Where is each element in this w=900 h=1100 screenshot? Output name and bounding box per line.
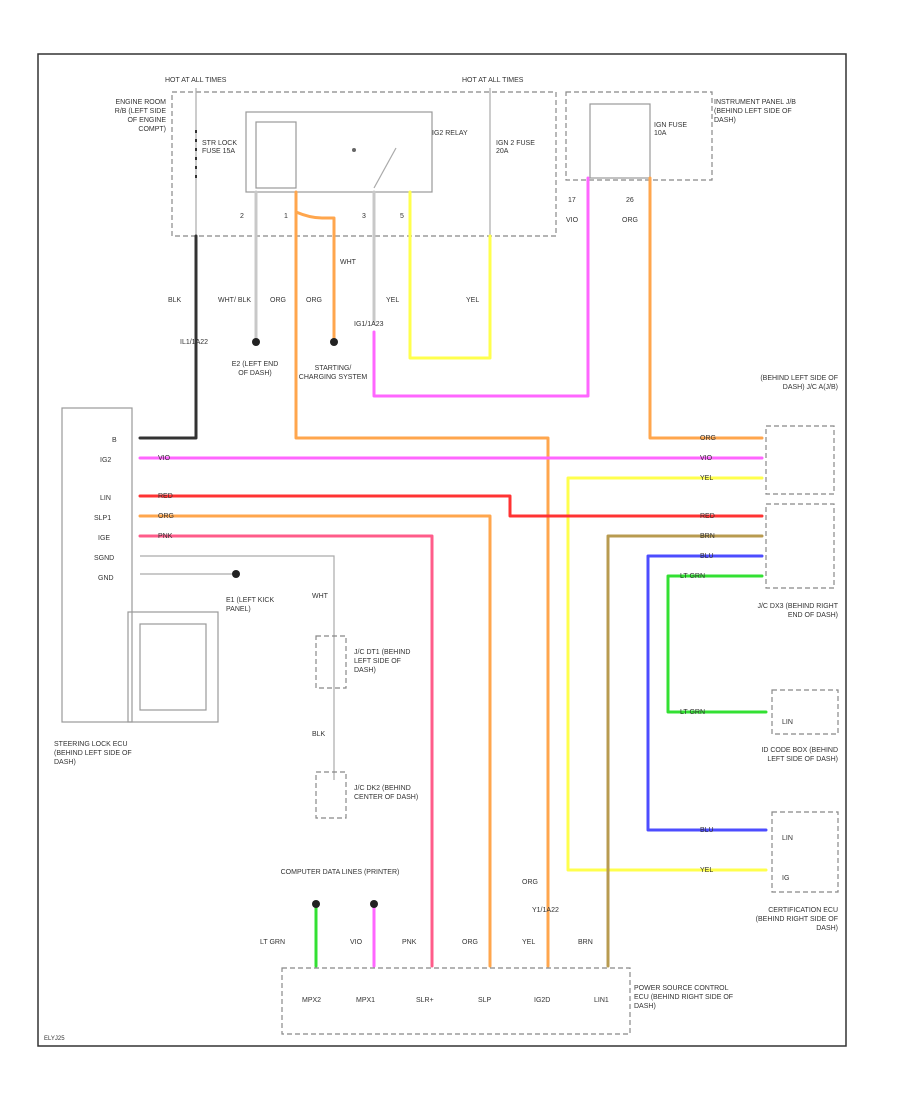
wire-label-yel-bottom: YEL: [522, 939, 535, 946]
pin-1: 1: [284, 213, 288, 220]
wire-label-red-dx3: RED: [700, 513, 715, 520]
instrument-panel-jb-box: [565, 91, 713, 181]
wire-label-yel-cert: YEL: [700, 867, 713, 874]
jc-dk2-box: [315, 771, 347, 819]
wire-label-vio-ig2: VIO: [158, 455, 171, 462]
power-source-ecu-label: POWER SOURCE CONTROL ECU (BEHIND RIGHT S…: [634, 985, 734, 1010]
wire-label-pnk: PNK: [158, 533, 173, 540]
steering-lock-ecu: [61, 407, 133, 723]
ig2-relay-label: IG2 RELAY: [432, 130, 468, 137]
power-pin-mpx2: MPX2: [302, 997, 321, 1004]
certification-ecu-box: [771, 811, 839, 893]
wire-label-brn-dx3: BRN: [700, 533, 715, 540]
id-code-pin: LIN: [782, 719, 793, 726]
power-pin-slr: SLR+: [416, 997, 434, 1004]
connector-y1: Y1/1A22: [532, 907, 559, 914]
power-pin-mpx1: MPX1: [356, 997, 375, 1004]
wire-label-blu-dx3: BLU: [700, 553, 714, 560]
ground-e1-label: E1 (LEFT KICK PANEL): [226, 597, 275, 613]
computer-data-lines-label: COMPUTER DATA LINES (PRINTER): [280, 869, 400, 876]
id-code-box: [771, 689, 839, 735]
pin-5: 5: [400, 213, 404, 220]
engine-room-rb-box: [171, 91, 557, 237]
ign2-fuse-label: IGN 2 FUSE 20A: [496, 140, 535, 155]
connector-il1: IL1/1A22: [180, 339, 208, 346]
jc-dx3-box: [765, 503, 835, 589]
pin-3: 3: [362, 213, 366, 220]
wire-label-wht-blk: WHT/ BLK: [218, 297, 251, 304]
wire-label-wht-sgnd: WHT: [312, 593, 329, 600]
wire-label-ltgrn-bottom: LT GRN: [260, 939, 285, 946]
wire-label-vio-bottom: VIO: [350, 939, 363, 946]
jc-dk2-label: J/C DK2 (BEHIND CENTER OF DASH): [354, 785, 419, 801]
wire-label-org-bottom: ORG: [462, 939, 478, 946]
starting-charging-label: STARTING/ CHARGING SYSTEM: [298, 365, 368, 381]
wire-label-brn-bottom: BRN: [578, 939, 593, 946]
steering-lock-ecu-label: STEERING LOCK ECU (BEHIND LEFT SIDE OF D…: [54, 741, 132, 766]
jc-dx3-label: J/C DX3 (BEHIND RIGHT END OF DASH): [757, 603, 838, 619]
jc-a-label: (BEHIND LEFT SIDE OF DASH) J/C A(J/B): [760, 375, 838, 391]
power-pin-lin1: LIN1: [594, 997, 609, 1004]
jc-a-box: [765, 425, 835, 495]
wire-label-yel-2: YEL: [466, 297, 479, 304]
pin-17: 17: [568, 197, 576, 204]
hot-label-2: HOT AT ALL TIMES: [462, 77, 524, 84]
wire-label-yel-1: YEL: [386, 297, 399, 304]
wire-label-vio-ja: VIO: [700, 455, 713, 462]
wire-label-org-top: ORG: [622, 217, 638, 224]
pin-2: 2: [240, 213, 244, 220]
diagram-code: ELYJ25: [44, 1036, 65, 1042]
ecu-pin-gnd: GND: [98, 575, 114, 582]
power-pin-ig2d: IG2D: [534, 997, 550, 1004]
engine-room-rb-label: ENGINE ROOM R/B (LEFT SIDE OF ENGINE COM…: [114, 99, 166, 133]
id-code-box-label: ID CODE BOX (BEHIND LEFT SIDE OF DASH): [761, 747, 838, 763]
ground-e2-label: E2 (LEFT END OF DASH): [231, 361, 279, 377]
jc-dt1-label: J/C DT1 (BEHIND LEFT SIDE OF DASH): [354, 649, 411, 674]
ecu-pin-ig2: IG2: [100, 457, 111, 464]
connector-ig1: IG1/1A23: [354, 321, 384, 328]
ecu-pin-lin: LIN: [100, 495, 111, 502]
wire-label-red: RED: [158, 493, 173, 500]
ecu-pin-b: B: [112, 437, 117, 444]
diagram-frame: [37, 53, 847, 1047]
str-lock-fuse-label: STR LOCK FUSE 15A: [202, 140, 238, 155]
wire-label-org-v: ORG: [522, 879, 538, 886]
wire-label-blk: BLK: [168, 297, 182, 304]
wire-label-ltgrn-dx3: LT GRN: [680, 573, 705, 580]
ig2-relay-box: [245, 111, 433, 193]
power-source-ecu-box: [281, 967, 631, 1035]
wire-label-org-slp: ORG: [158, 513, 174, 520]
ecu-pin-sgnd: SGND: [94, 555, 114, 562]
ecu-pin-ige: IGE: [98, 535, 110, 542]
wire-label-pnk-bottom: PNK: [402, 939, 417, 946]
instrument-panel-jb-label: INSTRUMENT PANEL J/B (BEHIND LEFT SIDE O…: [714, 99, 796, 124]
ecu-pin-slp1: SLP1: [94, 515, 111, 522]
cert-pin-lin: LIN: [782, 835, 793, 842]
wire-label-vio-top: VIO: [566, 217, 579, 224]
ign-fuse-label: IGN FUSE 10A: [654, 122, 688, 137]
jc-dt1-box: [315, 635, 347, 689]
wire-label-blu-cert: BLU: [700, 827, 714, 834]
wire-label-wht: WHT: [340, 259, 357, 266]
wire-label-yel-ja: YEL: [700, 475, 713, 482]
wire-label-org-2: ORG: [306, 297, 322, 304]
hot-label-1: HOT AT ALL TIMES: [165, 77, 227, 84]
wire-label-org-ja: ORG: [700, 435, 716, 442]
wire-label-org-1: ORG: [270, 297, 286, 304]
wire-label-ltgrn-id: LT GRN: [680, 709, 705, 716]
certification-ecu-label: CERTIFICATION ECU (BEHIND RIGHT SIDE OF …: [755, 907, 838, 932]
wire-label-blk-mid: BLK: [312, 731, 326, 738]
pin-26: 26: [626, 197, 634, 204]
power-pin-slp: SLP: [478, 997, 492, 1004]
cert-pin-ig: IG: [782, 875, 789, 882]
